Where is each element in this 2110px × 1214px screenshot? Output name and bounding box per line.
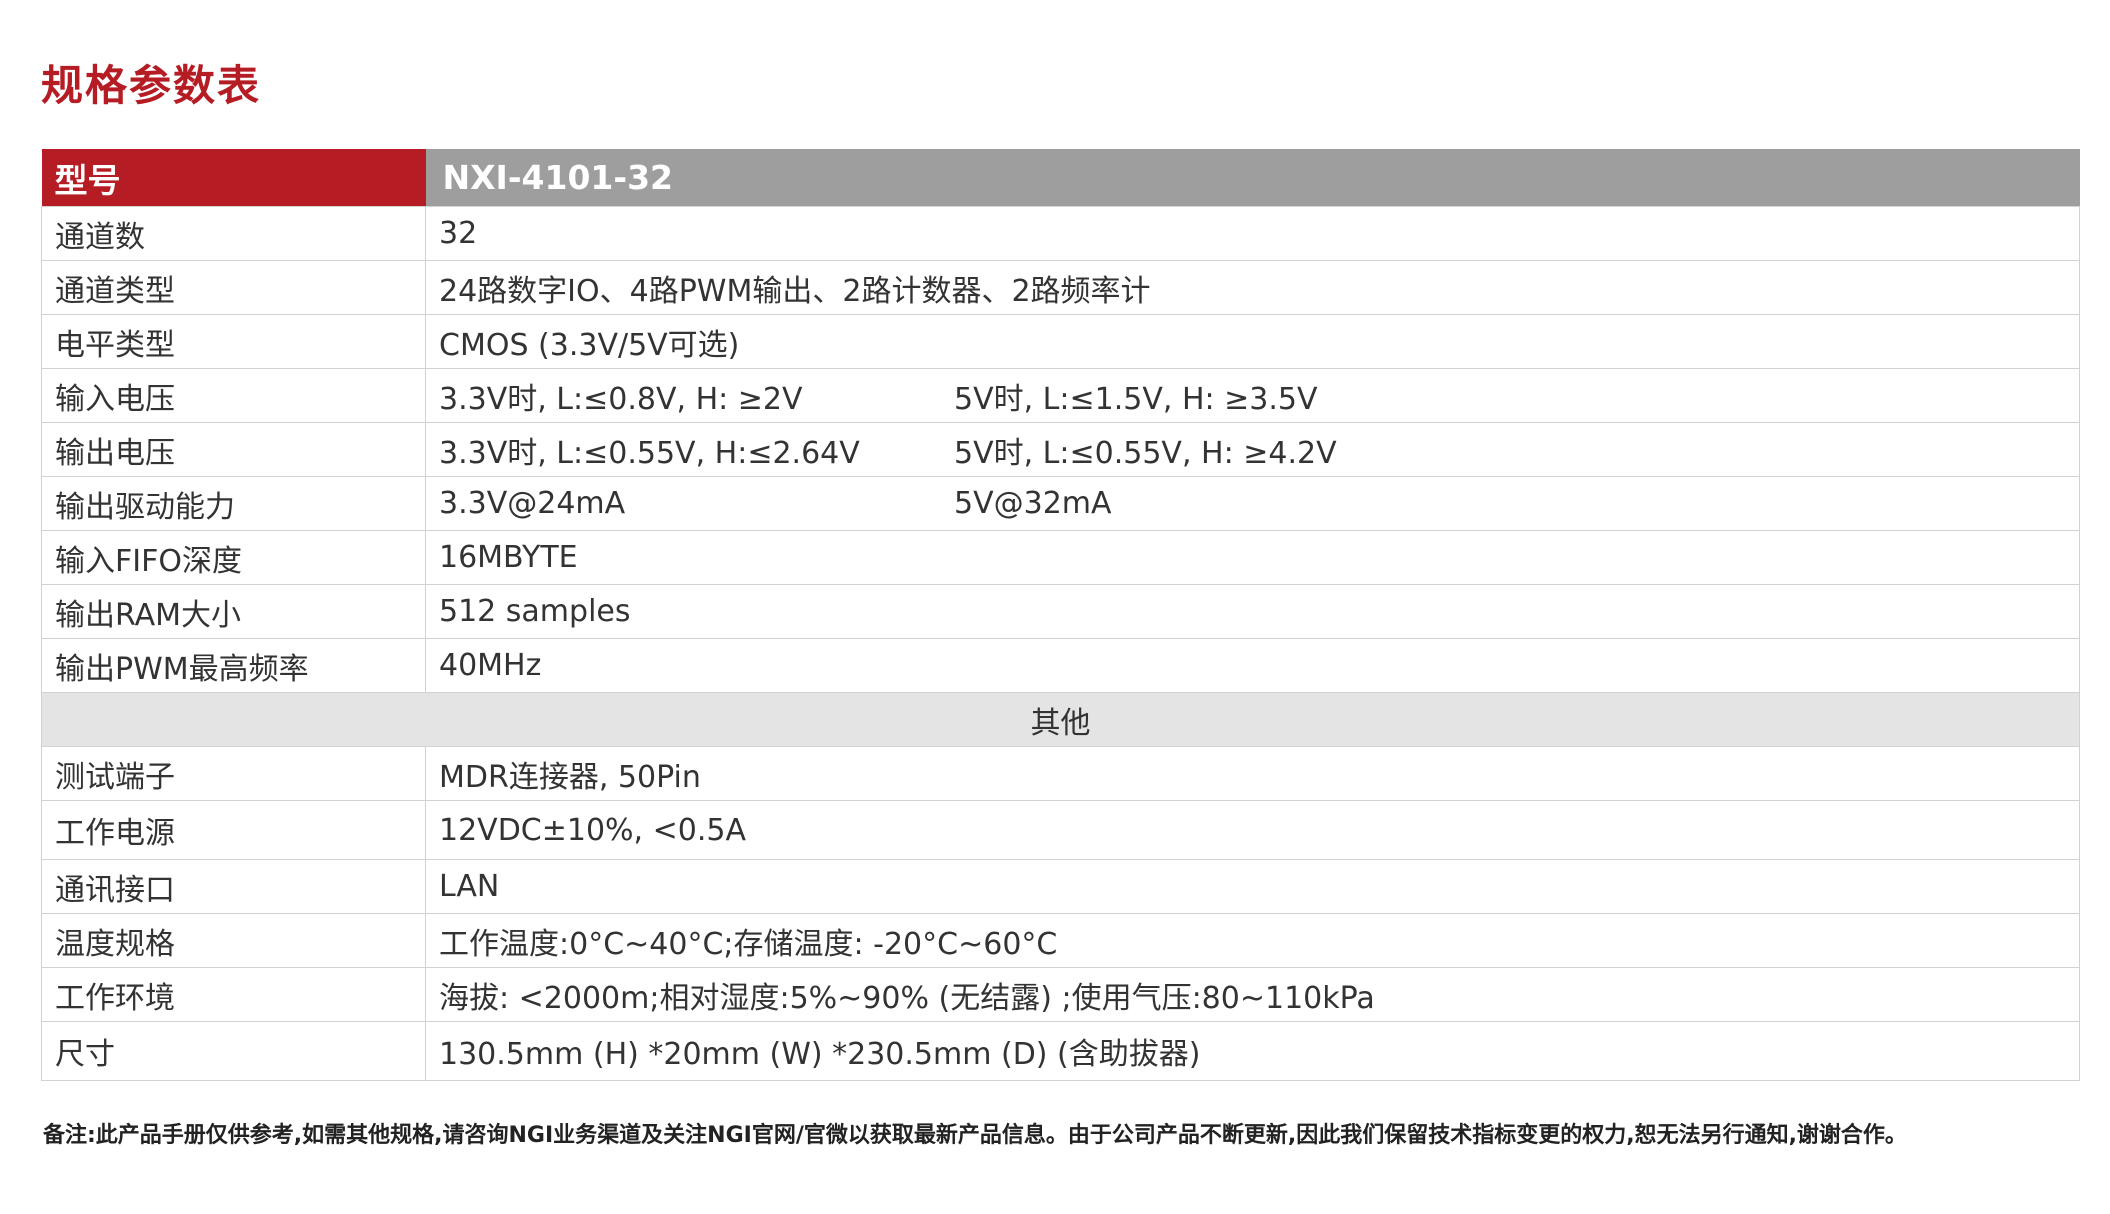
row-label: 测试端子 — [41, 746, 426, 801]
row-value: 16MBYTE — [425, 530, 2080, 585]
row-label: 输入电压 — [41, 368, 426, 423]
row-label: 输出PWM最高频率 — [41, 638, 426, 693]
row-label: 通讯接口 — [41, 859, 426, 914]
row-value: 12VDC±10%, <0.5A — [425, 800, 2080, 860]
table-row: 输出电压 3.3V时, L:≤0.55V, H:≤2.64V 5V时, L:≤0.5… — [41, 422, 2080, 477]
row-value: 32 — [425, 206, 2080, 261]
table-row: 工作环境海拔: <2000m;相对湿度:5%~90% (无结露) ;使用气压:8… — [41, 967, 2080, 1022]
row-value: 3.3V时, L:≤0.8V, H: ≥2V 5V时, L:≤1.5V, H: ≥… — [425, 368, 2080, 423]
table-row: 输入电压 3.3V时, L:≤0.8V, H: ≥2V 5V时, L:≤1.5V, … — [41, 368, 2080, 423]
row-value: 512 samples — [425, 584, 2080, 639]
row-label: 工作电源 — [41, 800, 426, 860]
row-value: CMOS (3.3V/5V可选) — [425, 314, 2080, 369]
page-title: 规格参数表 — [41, 61, 262, 110]
section-title: 其他 — [41, 692, 2080, 747]
row-value: 工作温度:0°C~40°C;存储温度: -20°C~60°C — [425, 913, 2080, 968]
row-value: 24路数字IO、4路PWM输出、2路计数器、2路频率计 — [425, 260, 2080, 315]
row-label: 通道类型 — [41, 260, 426, 315]
value-5v: 5V@32mA — [954, 486, 1112, 521]
row-label: 电平类型 — [41, 314, 426, 369]
row-value: MDR连接器, 50Pin — [425, 746, 2080, 801]
row-label: 尺寸 — [41, 1021, 426, 1081]
value-3v3: 3.3V时, L:≤0.8V, H: ≥2V — [439, 381, 803, 417]
row-value: LAN — [425, 859, 2080, 914]
row-value: 130.5mm (H) *20mm (W) *230.5mm (D) (含助拔器… — [425, 1021, 2080, 1081]
model-row: 型号 NXI-4101-32 — [41, 149, 2080, 207]
value-5v: 5V时, L:≤0.55V, H: ≥4.2V — [954, 435, 1337, 471]
section-row: 其他 — [41, 692, 2080, 747]
row-label: 输入FIFO深度 — [41, 530, 426, 585]
row-label: 工作环境 — [41, 967, 426, 1022]
row-value: 3.3V时, L:≤0.55V, H:≤2.64V 5V时, L:≤0.55V, … — [425, 422, 2080, 477]
value-3v3: 3.3V@24mA — [439, 486, 626, 521]
row-value: 3.3V@24mA 5V@32mA — [425, 476, 2080, 531]
footnote: 备注:此产品手册仅供参考,如需其他规格,请咨询NGI业务渠道及关注NGI官网/官… — [43, 1123, 1907, 1148]
row-label: 输出电压 — [41, 422, 426, 477]
model-label: 型号 — [41, 149, 426, 207]
table-row: 输出驱动能力 3.3V@24mA 5V@32mA — [41, 476, 2080, 531]
table-row: 温度规格工作温度:0°C~40°C;存储温度: -20°C~60°C — [41, 913, 2080, 968]
row-label: 温度规格 — [41, 913, 426, 968]
row-value: 海拔: <2000m;相对湿度:5%~90% (无结露) ;使用气压:80~11… — [425, 967, 2080, 1022]
model-value: NXI-4101-32 — [425, 149, 2080, 207]
value-3v3: 3.3V时, L:≤0.55V, H:≤2.64V — [439, 435, 860, 471]
row-value: 40MHz — [425, 638, 2080, 693]
value-5v: 5V时, L:≤1.5V, H: ≥3.5V — [954, 381, 1318, 417]
row-label: 通道数 — [41, 206, 426, 261]
row-label: 输出RAM大小 — [41, 584, 426, 639]
row-label: 输出驱动能力 — [41, 476, 426, 531]
